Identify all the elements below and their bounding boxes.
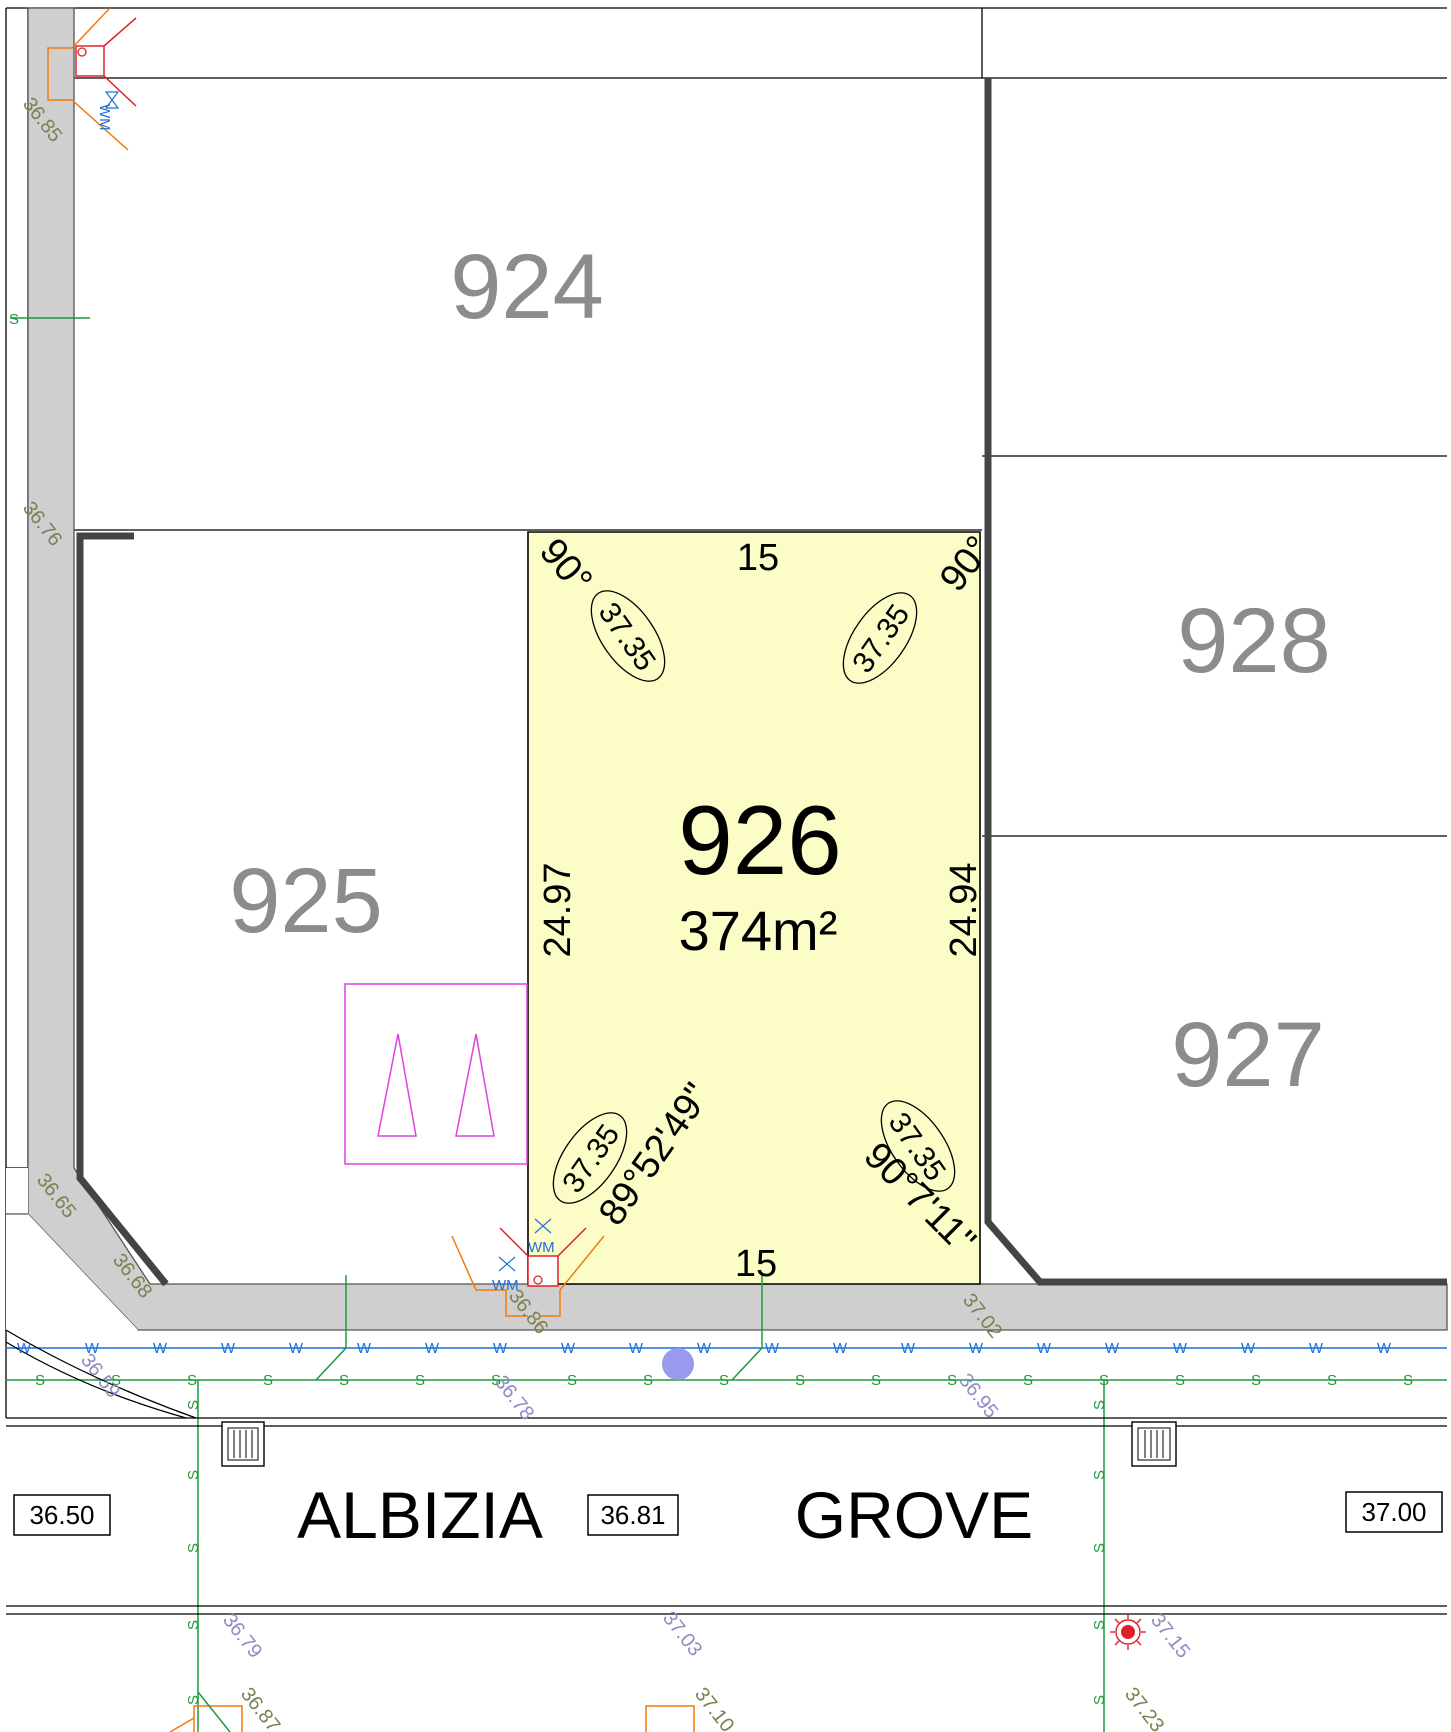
water-marker: W	[289, 1340, 304, 1357]
lot-926-area: 374m²	[679, 899, 838, 962]
service-boxes-south	[169, 1705, 695, 1732]
meter-label-top: WM	[96, 104, 113, 131]
sewer-marker: S	[1327, 1372, 1337, 1389]
water-marker: W	[17, 1340, 32, 1357]
lot-925-number: 925	[229, 850, 383, 952]
meter-label-bottom: WM	[528, 1239, 555, 1256]
dimension-left: 24.97	[537, 862, 579, 957]
verge-corner	[6, 1168, 138, 1330]
sewer-marker: S	[1091, 1620, 1108, 1630]
sewer-marker: S	[185, 1400, 202, 1410]
sewer-marker: S	[9, 311, 19, 328]
sewer-marker: S	[643, 1372, 653, 1389]
sewer-marker: S	[1099, 1372, 1109, 1389]
sewer-marker: S	[185, 1620, 202, 1630]
water-marker: W	[1241, 1340, 1256, 1357]
water-marker: W	[697, 1340, 712, 1357]
lot-926-parcel[interactable]	[527, 531, 981, 1285]
sewer-marker: S	[1091, 1695, 1108, 1705]
dimension-bottom: 15	[735, 1243, 777, 1285]
sewer-marker: S	[35, 1372, 45, 1389]
road-level-value: 36.81	[600, 1500, 665, 1530]
spot-level: 36.95	[954, 1370, 1002, 1423]
lot-927-number: 927	[1171, 1004, 1325, 1106]
water-meter-icon: WM	[528, 1218, 555, 1256]
street-name-word1: ALBIZIA	[297, 1478, 543, 1552]
sewer-marker: S	[491, 1372, 501, 1389]
sewer-marker: S	[263, 1372, 273, 1389]
sewer-marker: S	[1175, 1372, 1185, 1389]
sewer-marker: S	[185, 1543, 202, 1553]
lot-926-number: 926	[678, 785, 842, 895]
sewer-marker: S	[1091, 1400, 1108, 1410]
sewer-marker: S	[1403, 1372, 1413, 1389]
water-marker: W	[357, 1340, 372, 1357]
water-marker: W	[85, 1340, 100, 1357]
base-linework	[5, 7, 1447, 1418]
lot-924-number: 924	[450, 236, 604, 338]
water-marker: W	[1105, 1340, 1120, 1357]
water-marker: W	[1037, 1340, 1052, 1357]
road-level-value: 37.00	[1361, 1497, 1426, 1527]
water-meter-icon: WM	[492, 1256, 519, 1294]
water-marker: W	[221, 1340, 236, 1357]
water-marker: W	[1173, 1340, 1188, 1357]
road-level-box: 36.81	[587, 1494, 679, 1536]
service-connection-bottom: WM WM	[451, 1218, 605, 1317]
sewer-marker: S	[415, 1372, 425, 1389]
spot-level: 36.79	[218, 1610, 266, 1663]
spot-level: 37.10	[690, 1684, 738, 1732]
sewer-marker: S	[1251, 1372, 1261, 1389]
sewer-marker: S	[795, 1372, 805, 1389]
road-level-box: 37.00	[1345, 1491, 1443, 1533]
spot-level: 37.15	[1146, 1610, 1194, 1663]
water-marker: W	[1309, 1340, 1324, 1357]
sewer-marker: S	[111, 1372, 121, 1389]
street-name-word2: GROVE	[795, 1478, 1033, 1552]
service-connection-top: WM	[47, 7, 137, 151]
spot-level: 37.23	[1120, 1684, 1168, 1732]
water-marker: W	[833, 1340, 848, 1357]
pit-grate-icon	[1131, 1421, 1177, 1467]
sewer-marker: S	[1023, 1372, 1033, 1389]
street-light-icon	[1110, 1614, 1146, 1650]
sewer-main	[6, 317, 1447, 1732]
spot-level: 36.87	[236, 1684, 284, 1732]
water-marker: W	[765, 1340, 780, 1357]
dimension-right: 24.94	[943, 862, 985, 957]
water-marker: W	[493, 1340, 508, 1357]
sewer-marker: S	[185, 1695, 202, 1705]
fence-lines	[76, 78, 1447, 1287]
water-marker: W	[1377, 1340, 1392, 1357]
water-marker: W	[561, 1340, 576, 1357]
meter-label-left: WM	[492, 1277, 519, 1294]
water-marker: W	[153, 1340, 168, 1357]
lot-928-number: 928	[1177, 590, 1331, 692]
sewer-marker: S	[185, 1470, 202, 1480]
water-meter-icon: WM	[96, 104, 113, 131]
pit-grate-icon	[221, 1421, 265, 1467]
sewer-marker: S	[187, 1372, 197, 1389]
sewer-marker: S	[947, 1372, 957, 1389]
sewer-marker: S	[1091, 1470, 1108, 1480]
sewer-marker: S	[567, 1372, 577, 1389]
survey-marker-icon	[662, 1348, 694, 1380]
spot-level: 37.03	[658, 1608, 706, 1661]
sewer-marker: S	[871, 1372, 881, 1389]
sewer-marker: S	[339, 1372, 349, 1389]
road-level-box: 36.50	[13, 1494, 111, 1536]
road-level-value: 36.50	[29, 1500, 94, 1530]
driveway-crossover	[344, 983, 528, 1165]
sewer-marker: S	[719, 1372, 729, 1389]
sewer-marker: S	[1091, 1543, 1108, 1553]
dimension-top: 15	[737, 537, 779, 579]
water-marker: W	[629, 1340, 644, 1357]
water-marker: W	[969, 1340, 984, 1357]
water-marker: W	[425, 1340, 440, 1357]
water-marker: W	[901, 1340, 916, 1357]
